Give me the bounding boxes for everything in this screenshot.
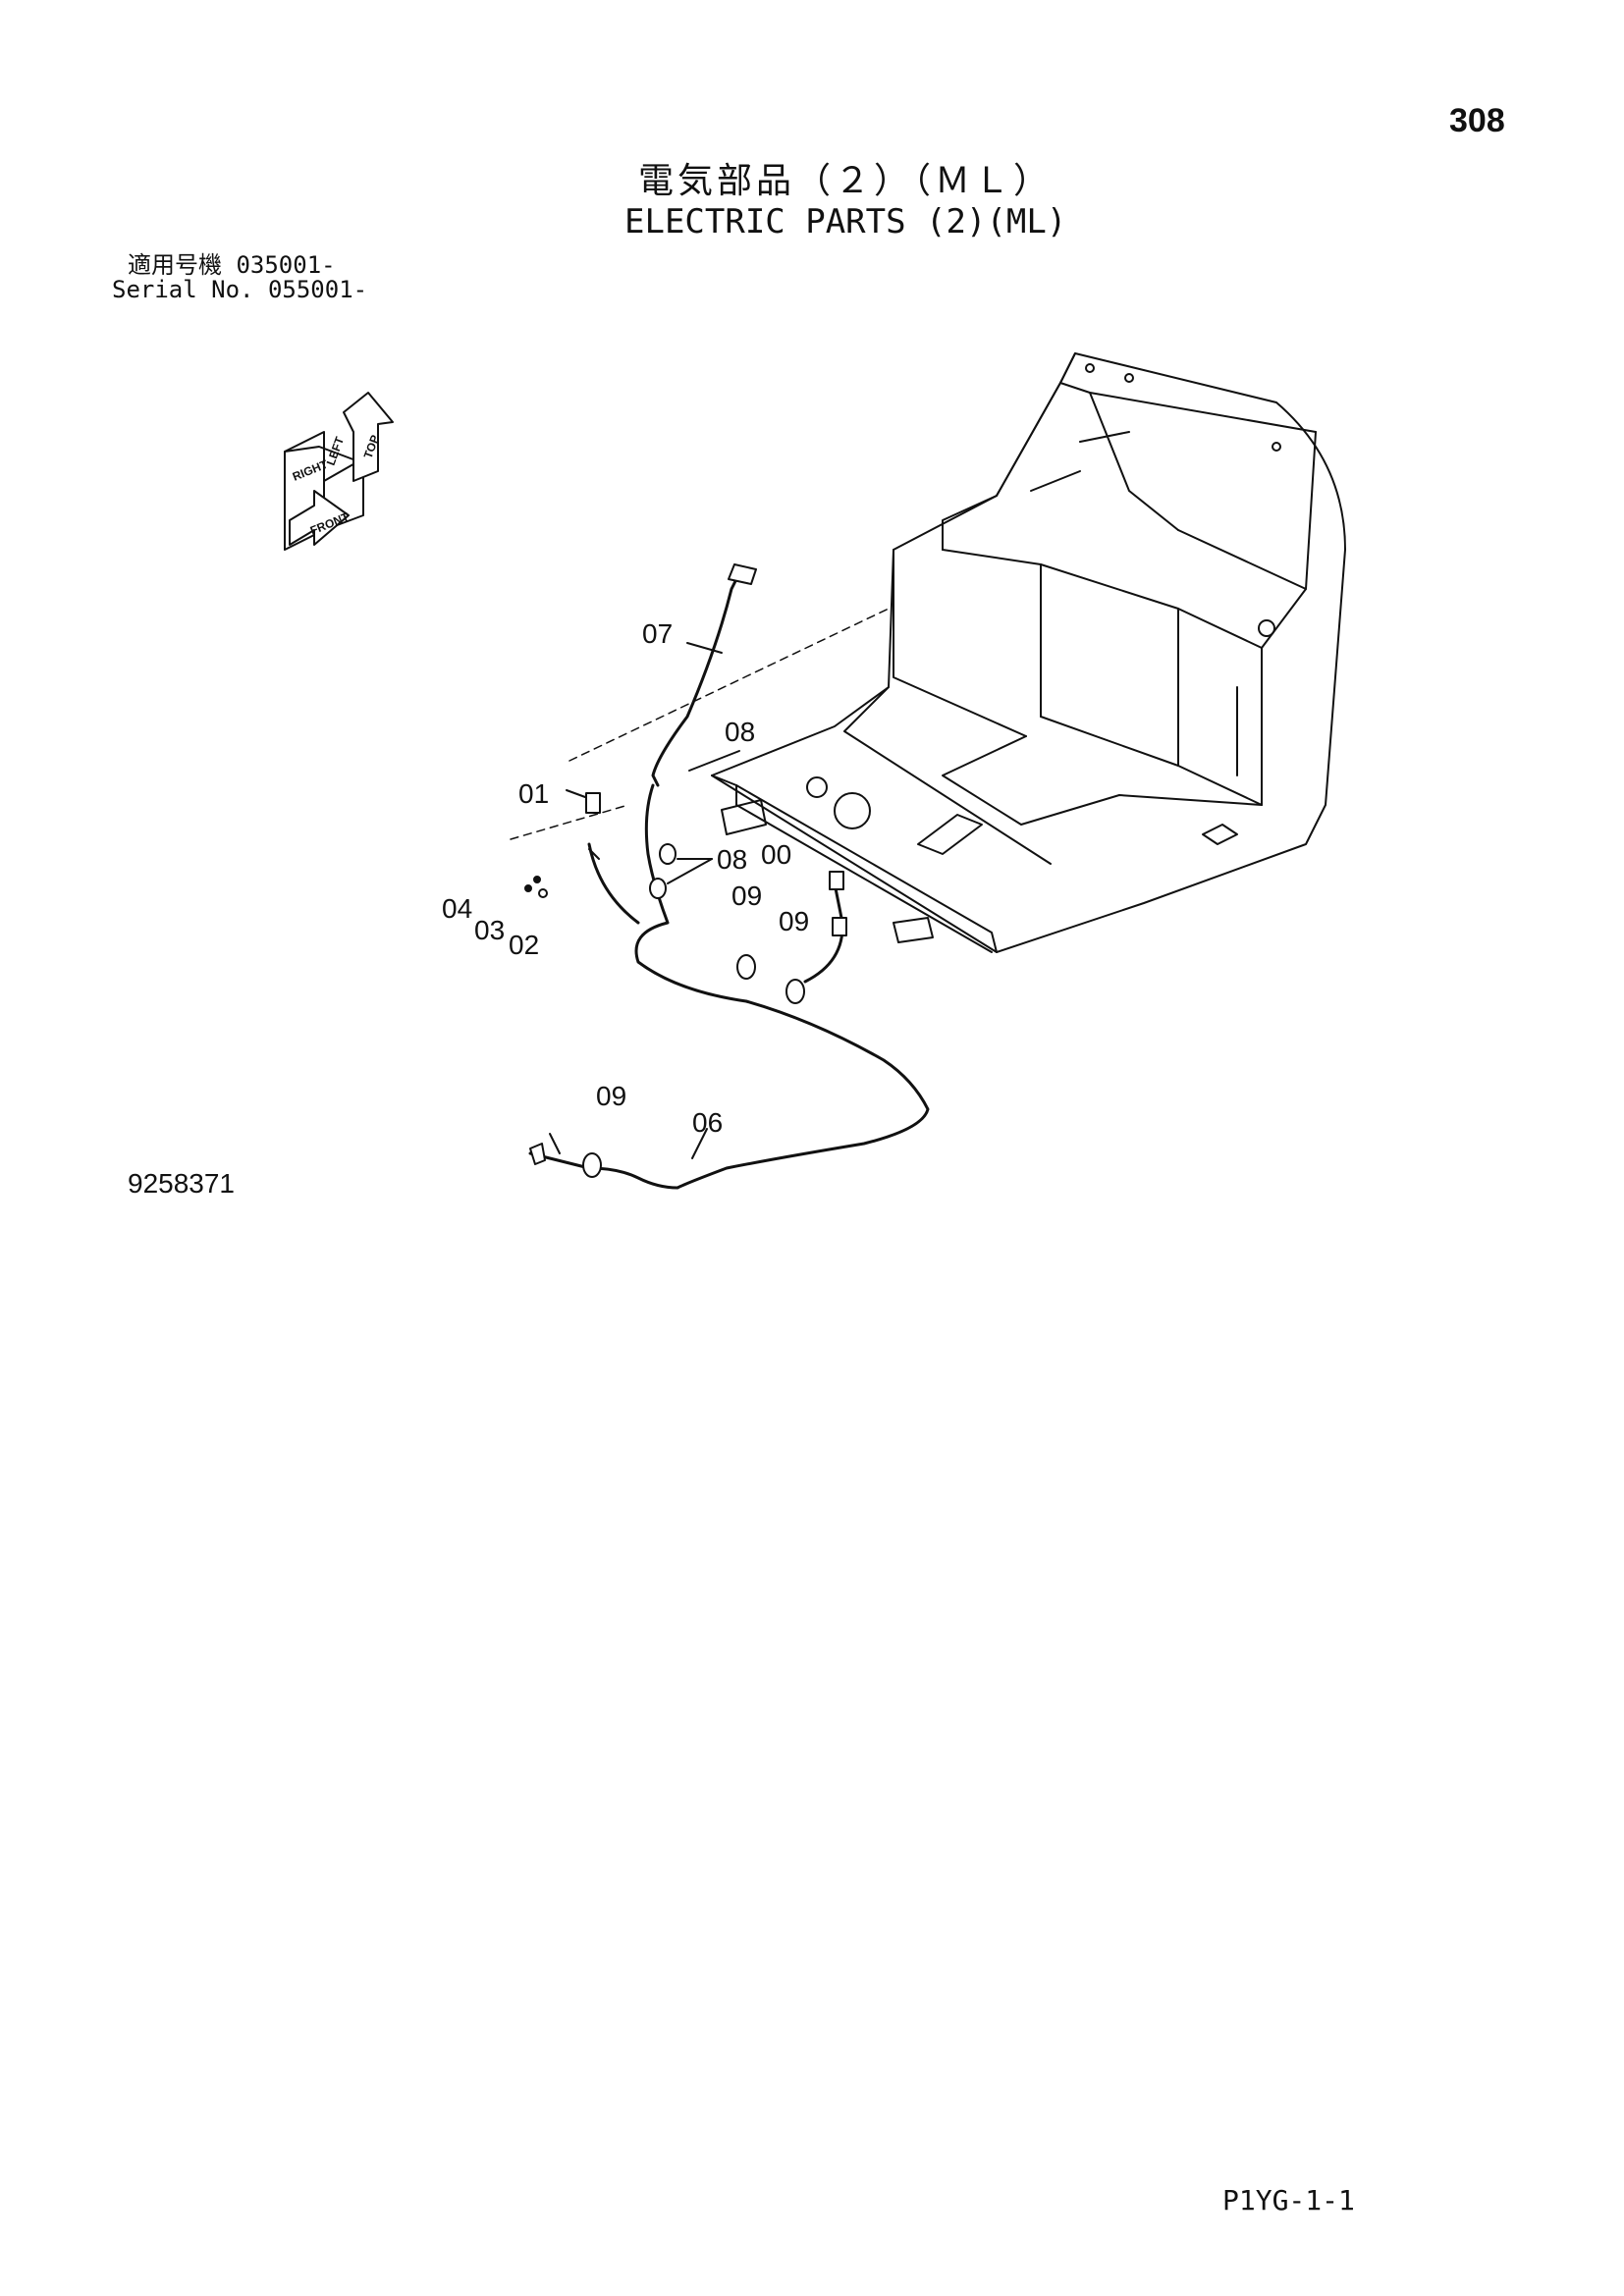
callout-02: 02 (509, 930, 539, 960)
serial-line-jp: 適用号機 035001- (128, 252, 336, 279)
orientation-cube-icon: TOP LEFT RIGHT FRONT (284, 392, 394, 551)
callout-00: 00 (761, 839, 791, 870)
orientation-left-label: LEFT (324, 434, 348, 467)
title-japanese: 電気部品（２）（ＭＬ） (638, 161, 1054, 201)
serial-label-jp: 適用号機 (128, 251, 222, 279)
callout-07: 07 (642, 618, 673, 649)
harness-07 (651, 567, 743, 787)
callout-04: 04 (442, 893, 472, 924)
drawing-number: 9258371 (128, 1168, 236, 1199)
serial-label-en: Serial No. (112, 276, 254, 303)
callout-01: 01 (518, 778, 549, 809)
callout-09-upper: 09 (731, 881, 762, 911)
page-code: P1YG-1-1 (1222, 2184, 1355, 2216)
harness-06 (528, 783, 930, 1190)
serial-value-en: 055001- (267, 276, 368, 303)
page-number: 308 (1449, 102, 1505, 139)
title-english: ELECTRIC PARTS (2)(ML) (624, 202, 1067, 241)
callout-09-lower: 09 (596, 1081, 626, 1111)
cab-floor-frame (711, 352, 1346, 953)
callout-09-right: 09 (779, 906, 809, 936)
callout-03: 03 (474, 915, 505, 945)
serial-value-jp: 035001- (236, 251, 336, 279)
serial-line-en: Serial No. 055001- (112, 277, 367, 303)
callout-08-mid: 08 (717, 844, 747, 875)
callout-08-top: 08 (725, 717, 755, 747)
callout-06: 06 (692, 1107, 723, 1138)
